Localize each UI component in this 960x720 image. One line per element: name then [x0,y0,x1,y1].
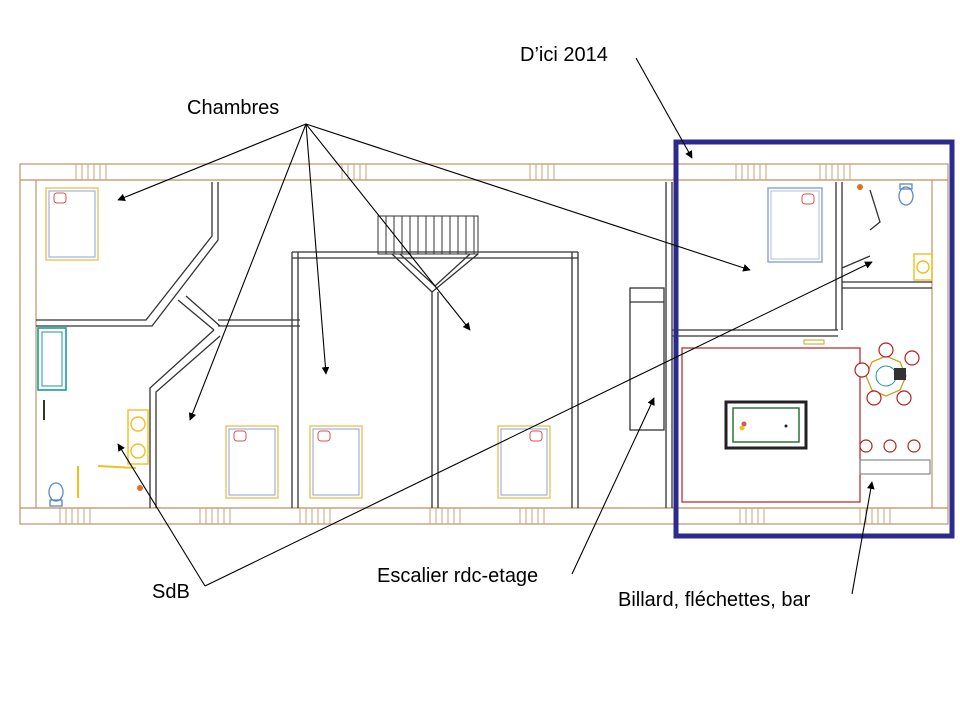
dartboard-marker [803,339,825,345]
highlight-frame [673,139,955,539]
bar-counter [859,459,931,475]
bed-5 [767,187,823,263]
label-dici-2014: D’ici 2014 [520,44,608,66]
label-escalier: Escalier rdc-etage [377,565,539,587]
label-chambres: Chambres [187,97,280,119]
bathtub [37,327,67,391]
sink-double [127,409,149,465]
game-room [681,347,861,503]
outer-walls [19,163,949,525]
stairwell [629,287,665,431]
toilet-2 [898,183,914,206]
label-sdb: SdB [152,581,190,603]
stair-treads [377,215,479,255]
bar-stools [859,439,921,453]
interior-walls [36,182,932,508]
billiard-table [724,400,808,450]
lounge-chairs [854,342,920,406]
lounge-table [865,355,907,397]
annotation-arrows [117,57,875,595]
toilet-1 [48,482,64,507]
sink-2 [913,253,933,281]
fixture-dot [857,184,863,190]
drain [137,485,143,491]
bed-4 [497,425,551,499]
bed-1 [45,187,99,261]
label-billard: Billard, fléchettes, bar [618,589,811,611]
window-ticks [59,164,891,524]
bed-3 [309,425,363,499]
counter [97,465,137,469]
bed-2 [225,425,279,499]
